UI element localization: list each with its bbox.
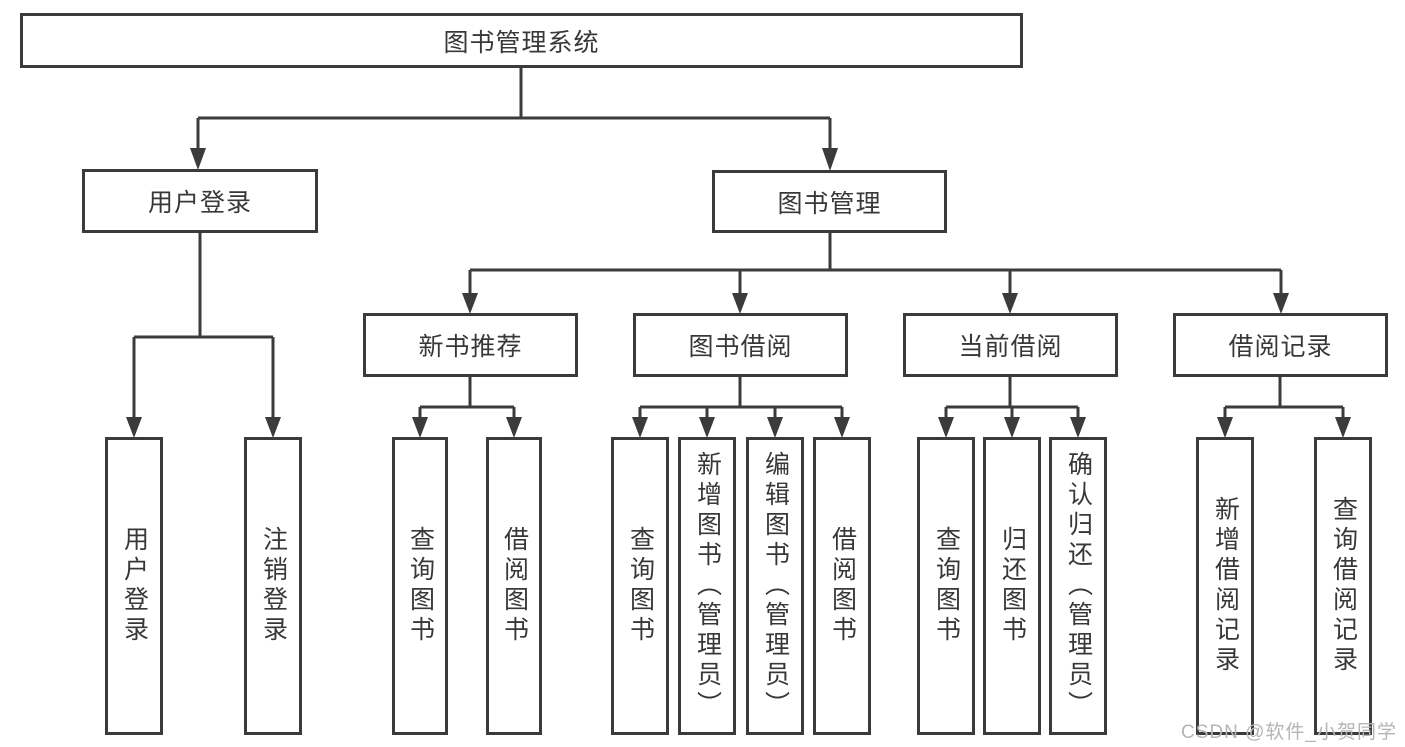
node-borrow-records: 借阅记录 <box>1173 313 1388 377</box>
leaf-borrow-edit-books-admin: 编辑图书（管理员） <box>746 437 804 735</box>
node-current-borrow: 当前借阅 <box>903 313 1118 377</box>
leaf-label: 新增图书（管理员） <box>693 451 722 721</box>
leaf-label: 编辑图书（管理员） <box>761 451 790 721</box>
leaf-borrow-query-books: 查询图书 <box>611 437 669 735</box>
borrow-records-branch <box>1223 377 1345 421</box>
node-label: 新书推荐 <box>418 333 523 361</box>
csdn-watermark: CSDN @软件_小贺同学 <box>1181 722 1397 743</box>
node-label: 借阅记录 <box>1228 333 1333 361</box>
leaf-records-query-record: 查询借阅记录 <box>1314 437 1372 735</box>
book-borrow-branch <box>638 377 844 421</box>
node-book-borrow: 图书借阅 <box>633 313 848 377</box>
leaf-label: 查询图书 <box>626 526 655 646</box>
node-label: 图书管理 <box>777 189 882 218</box>
leaf-label: 借阅图书 <box>500 526 529 646</box>
root-branch <box>196 68 832 152</box>
leaf-label: 查询图书 <box>406 526 435 646</box>
leaf-records-add-record: 新增借阅记录 <box>1196 437 1254 735</box>
leaf-borrow-add-books-admin: 新增图书（管理员） <box>678 437 736 735</box>
leaf-label: 用户登录 <box>120 526 149 646</box>
node-label: 图书借阅 <box>688 333 793 361</box>
arrowheads <box>126 148 1351 438</box>
leaf-label: 借阅图书 <box>828 526 857 646</box>
leaf-newbooks-borrow-books: 借阅图书 <box>486 437 542 735</box>
leaf-label: 新增借阅记录 <box>1211 496 1240 676</box>
leaf-label: 注销登录 <box>259 526 288 646</box>
node-label: 图书管理系统 <box>443 28 600 57</box>
leaf-label: 确认归还（管理员） <box>1064 451 1093 721</box>
node-library-system: 图书管理系统 <box>20 13 1023 68</box>
leaf-current-return-books: 归还图书 <box>983 437 1041 735</box>
leaf-current-confirm-return-admin: 确认归还（管理员） <box>1049 437 1107 735</box>
book-mgmt-branch <box>468 233 1283 297</box>
node-user-login: 用户登录 <box>82 169 318 233</box>
leaf-label: 查询图书 <box>932 526 961 646</box>
user-login-branch <box>132 233 275 421</box>
new-books-branch <box>418 377 516 421</box>
leaf-newbooks-query-books: 查询图书 <box>392 437 448 735</box>
leaf-user-login: 用户登录 <box>105 437 163 735</box>
leaf-label: 查询借阅记录 <box>1329 496 1358 676</box>
current-borrow-branch <box>944 377 1080 421</box>
leaf-current-query-books: 查询图书 <box>917 437 975 735</box>
leaf-logout: 注销登录 <box>244 437 302 735</box>
node-book-management: 图书管理 <box>712 170 947 233</box>
node-new-book-recommend: 新书推荐 <box>363 313 578 377</box>
node-label: 当前借阅 <box>958 333 1063 361</box>
leaf-label: 归还图书 <box>998 526 1027 646</box>
node-label: 用户登录 <box>147 189 252 217</box>
leaf-borrow-borrow-books: 借阅图书 <box>813 437 871 735</box>
